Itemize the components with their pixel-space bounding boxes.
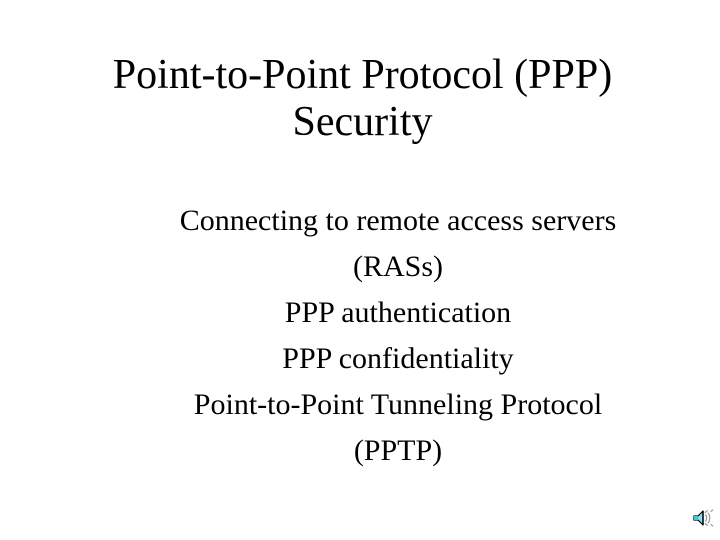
body-line-5: Point-to-Point Tunneling Protocol: [193, 388, 603, 421]
body-line-1: Connecting to remote access servers: [179, 204, 617, 237]
body-line-6: (PPTP): [353, 434, 443, 467]
slide-body: Connecting to remote access servers (RAS…: [148, 198, 648, 474]
speaker-sound-icon[interactable]: [692, 506, 716, 530]
body-line-4: PPP confidentiality: [282, 342, 514, 375]
sound-wave-lines: [704, 509, 714, 527]
speaker-cone-shape: [693, 510, 704, 526]
slide-title: Point-to-Point Protocol (PPP) Security: [90, 52, 635, 146]
body-line-3: PPP authentication: [284, 296, 512, 329]
body-line-2: (RASs): [352, 250, 443, 283]
title-line-2: Security: [292, 99, 433, 145]
title-line-1: Point-to-Point Protocol (PPP): [112, 52, 613, 98]
